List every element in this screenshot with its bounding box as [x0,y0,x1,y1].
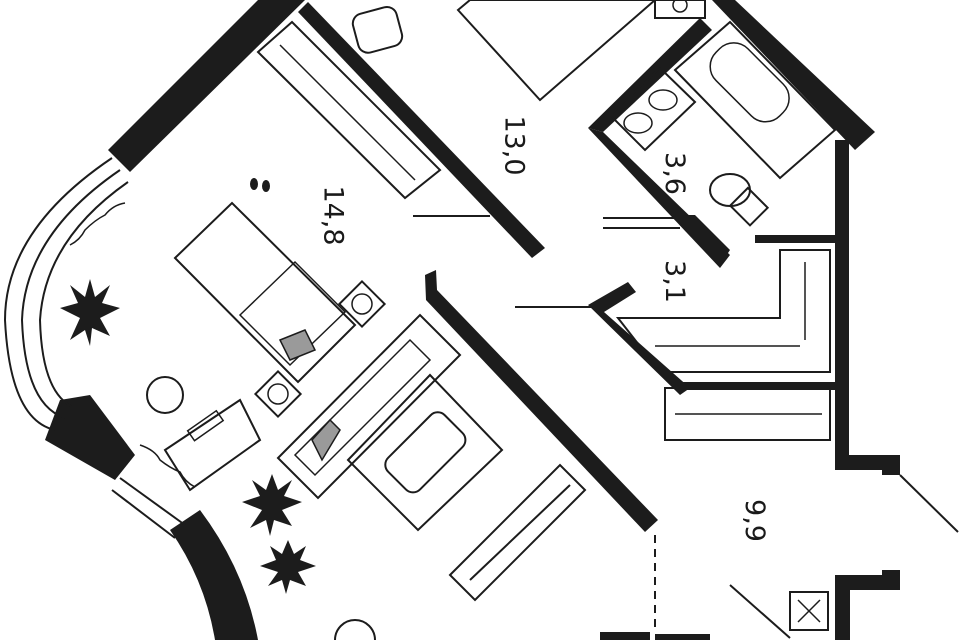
wardrobe-closet [615,249,831,441]
wall-wardrobe-bottom [680,382,840,390]
desk-and-chair [146,376,262,492]
wall-living-partition [425,270,658,532]
bed-bedroom-1 [173,201,387,419]
shower-drain [789,591,829,631]
bathtub [673,20,837,180]
coffee-table [346,373,504,532]
outer-wall-top-left [108,0,305,172]
sofa [276,313,462,500]
bed-bedroom-2 [456,0,706,102]
wall-hall-notch [835,455,900,475]
plant-icon [60,279,316,594]
outer-wall-window-pier [45,395,135,480]
wall-bottom-stub-2 [655,634,710,640]
wall-hall-right [835,140,849,470]
wall-bedrooms-partition [298,2,545,258]
room-area-bedroom-1: 14,8 [317,185,349,246]
sink [608,66,697,152]
wall-wardrobe-top [755,235,840,243]
wall-bathroom-top [712,0,875,150]
door-lines [413,215,959,639]
wall-wardrobe-left [588,282,690,395]
tv-unit [448,463,587,602]
room-area-bedroom-2: 13,0 [498,115,530,176]
wall-bathroom-right-stub [680,215,730,265]
room-area-bathroom: 3,6 [658,152,690,195]
slippers-icon [250,178,270,192]
wall-bottom-stub [600,632,650,640]
room-area-hallway: 9,9 [738,499,770,542]
wall-bathroom-left [588,18,712,132]
armchair [351,5,404,54]
wall-bottom-right [835,570,900,640]
wardrobe-bedroom [256,20,442,200]
room-area-wardrobe: 3,1 [658,260,690,303]
bay-window [3,157,196,539]
round-table [334,619,376,640]
outer-wall-curved-bottom [170,510,258,640]
toilet [709,173,770,227]
